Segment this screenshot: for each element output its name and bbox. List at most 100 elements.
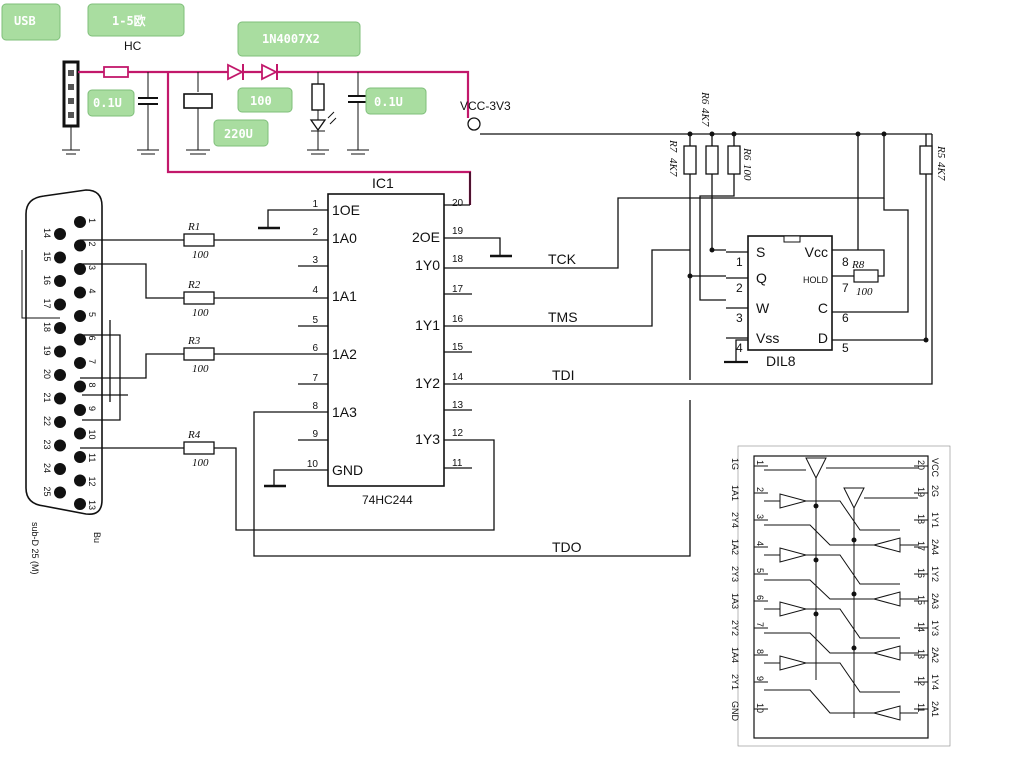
dil8-pin-num: 6 — [842, 311, 849, 325]
db25-pin-label: 16 — [42, 275, 52, 285]
db25-pin-21 — [54, 392, 66, 405]
pinout-pin-name: 2Y4 — [730, 512, 740, 528]
ic1-pin-num: 7 — [312, 373, 318, 384]
pinout-pin-num: 15 — [916, 595, 926, 605]
ic1-pin-num: 19 — [452, 226, 464, 237]
jtag-wiring: TCK TMS TDI TDO — [444, 134, 933, 555]
svg-text:0.1U: 0.1U — [93, 96, 122, 110]
pinout-pin-num: 19 — [916, 487, 926, 497]
pinout-pin-name: 2Y3 — [730, 566, 740, 582]
ic1-pin-name: 1Y3 — [415, 431, 440, 447]
db25-pin-10 — [74, 427, 86, 440]
pullup-resistors: R6 4K7 R7 4K7 R6 100 R5 4K7 — [667, 91, 947, 380]
db25-pin-22 — [54, 416, 66, 428]
db25-pin-label: 23 — [42, 440, 52, 450]
pinout-pin-name: 2A1 — [930, 701, 940, 717]
dil8-pin-num: 4 — [736, 341, 743, 355]
db25-pin-6 — [74, 333, 86, 346]
dil8-pin-num: 2 — [736, 281, 743, 295]
pinout-pin-name: 2A4 — [930, 539, 940, 555]
pinout-pin-num: 14 — [916, 622, 926, 632]
hidden-label: HC — [124, 39, 142, 53]
svg-text:1-5欧: 1-5欧 — [112, 13, 146, 28]
pinout-pin-name: 1A2 — [730, 539, 740, 555]
ic1-pin-num: 17 — [452, 284, 464, 295]
usb-resistor — [103, 66, 129, 78]
connector-label: sub-D 25 (M) — [30, 522, 40, 575]
pinout-pin-name: 1Y1 — [930, 512, 940, 528]
dil8-pin-name: C — [818, 300, 828, 316]
svg-text:100: 100 — [192, 457, 209, 469]
db25-pin-16 — [54, 275, 66, 287]
signal-tck: TCK — [548, 251, 577, 267]
pinout-pin-num: 11 — [916, 703, 926, 712]
r6-val: 4K7 — [699, 108, 711, 127]
pinout-pin-num: 17 — [916, 541, 926, 551]
r6b-ref: R6 — [741, 147, 753, 161]
pinout-pin-name: 1A4 — [730, 647, 740, 663]
tag-usb-resistor: 1-5欧 — [87, 3, 185, 37]
ic1-pin-num: 6 — [312, 343, 318, 354]
dil8-pin-num: 3 — [736, 311, 743, 325]
dil8-pin-num: 8 — [842, 255, 849, 269]
ic1-pin-num: 9 — [312, 429, 318, 440]
r7-val: 4K7 — [667, 158, 679, 177]
db25-pin-label: 15 — [42, 252, 52, 262]
svg-text:1N4007X2: 1N4007X2 — [262, 32, 320, 46]
db25-pin-7 — [74, 357, 86, 369]
r6-ref: R6 — [699, 91, 711, 105]
svg-text:USB: USB — [14, 14, 36, 28]
pinout-pin-num: 7 — [755, 622, 765, 627]
resistor-r1: R1 100 — [183, 221, 215, 261]
ic1-pin-name: 1A2 — [332, 346, 357, 362]
signal-tms: TMS — [548, 309, 578, 325]
ic1-pin-name: 1OE — [332, 202, 360, 218]
r7-ref: R7 — [667, 139, 679, 153]
db25-pin-label: 25 — [42, 487, 52, 497]
db25-pin-11 — [74, 451, 86, 463]
dil8-pin-num: 5 — [842, 341, 849, 355]
ic1-pin-num: 16 — [452, 314, 464, 325]
db25-pin-label: 11 — [87, 453, 97, 462]
tag-diodes: 1N4007X2 — [237, 21, 361, 57]
vcc-label: VCC-3V3 — [460, 99, 511, 113]
pinout-pin-num: 6 — [755, 595, 765, 600]
db25-pin-23 — [54, 439, 66, 452]
db25-pin-label: 20 — [42, 369, 52, 379]
db25-pin-15 — [54, 251, 66, 264]
db25-pin-label: 12 — [87, 477, 97, 487]
db25-pin-label: 18 — [42, 322, 52, 332]
ic1-pin-name: 1A1 — [332, 288, 357, 304]
capacitor-1 — [137, 72, 159, 155]
ic1-pin-name: 1Y0 — [415, 257, 440, 273]
db25-pin-3 — [74, 263, 86, 275]
db25-pin-label: 13 — [87, 500, 97, 510]
db25-pin-14 — [54, 228, 66, 240]
db25-pin-label: 5 — [87, 312, 97, 317]
r8-ref: R8 — [851, 259, 865, 271]
ic1-pin-name: 1Y2 — [415, 375, 440, 391]
svg-text:R1: R1 — [187, 221, 200, 233]
ic1-pin-num: 13 — [452, 400, 464, 411]
svg-text:100: 100 — [250, 94, 272, 108]
svg-text:100: 100 — [192, 307, 209, 319]
pinout-pin-name: 1Y4 — [930, 674, 940, 690]
ic1-pin-num: 14 — [452, 372, 464, 383]
dil8-name: DIL8 — [766, 353, 796, 369]
dil8-pin-name: Q — [756, 270, 767, 286]
tag-usb: USB — [1, 3, 61, 41]
db25-pin-label: 24 — [42, 463, 52, 473]
pinout-pin-name: 1G — [730, 458, 740, 470]
resistor-r4: R4 100 — [183, 429, 215, 469]
pinout-pin-num: 16 — [916, 568, 926, 578]
db25-connector: 1234567891011121314151617181920212223242… — [21, 189, 103, 575]
signal-tdo: TDO — [552, 539, 582, 555]
dil8-pin-name: S — [756, 244, 765, 260]
ic1-pin-num: 4 — [312, 285, 318, 296]
pinout-pin-num: 5 — [755, 568, 765, 573]
pinout-pin-num: 10 — [755, 703, 765, 713]
pinout-pin-num: 3 — [755, 514, 765, 519]
